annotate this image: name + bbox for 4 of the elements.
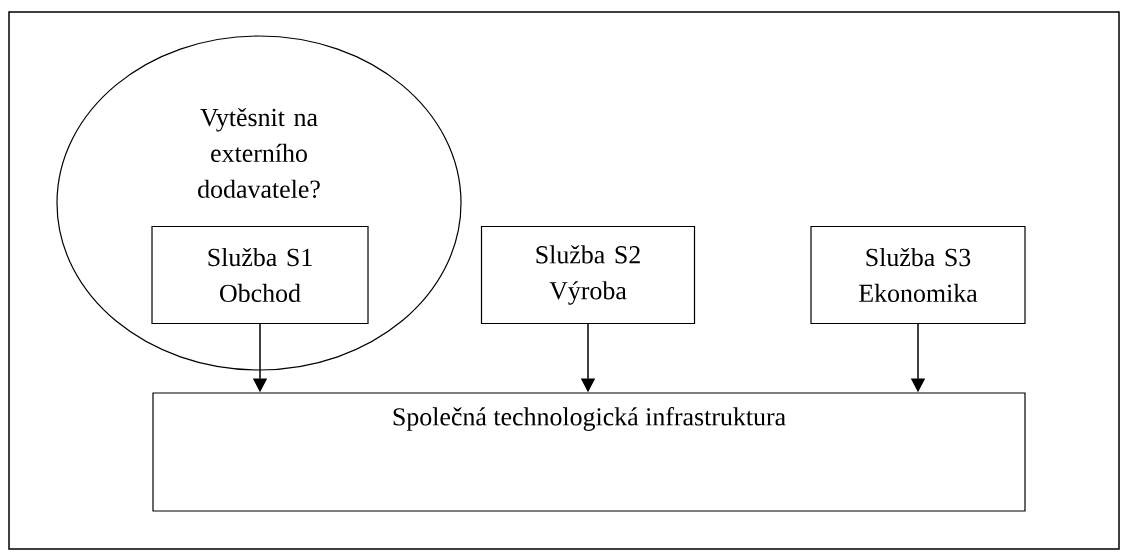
process-box: Služba S1 Obchod	[151, 225, 369, 325]
process-box: Služba S3 Ekonomika	[810, 225, 1026, 325]
process-box: Služba S2 Výroba	[480, 225, 696, 325]
process-box: Společná technologická infrastruktura	[152, 392, 1026, 512]
